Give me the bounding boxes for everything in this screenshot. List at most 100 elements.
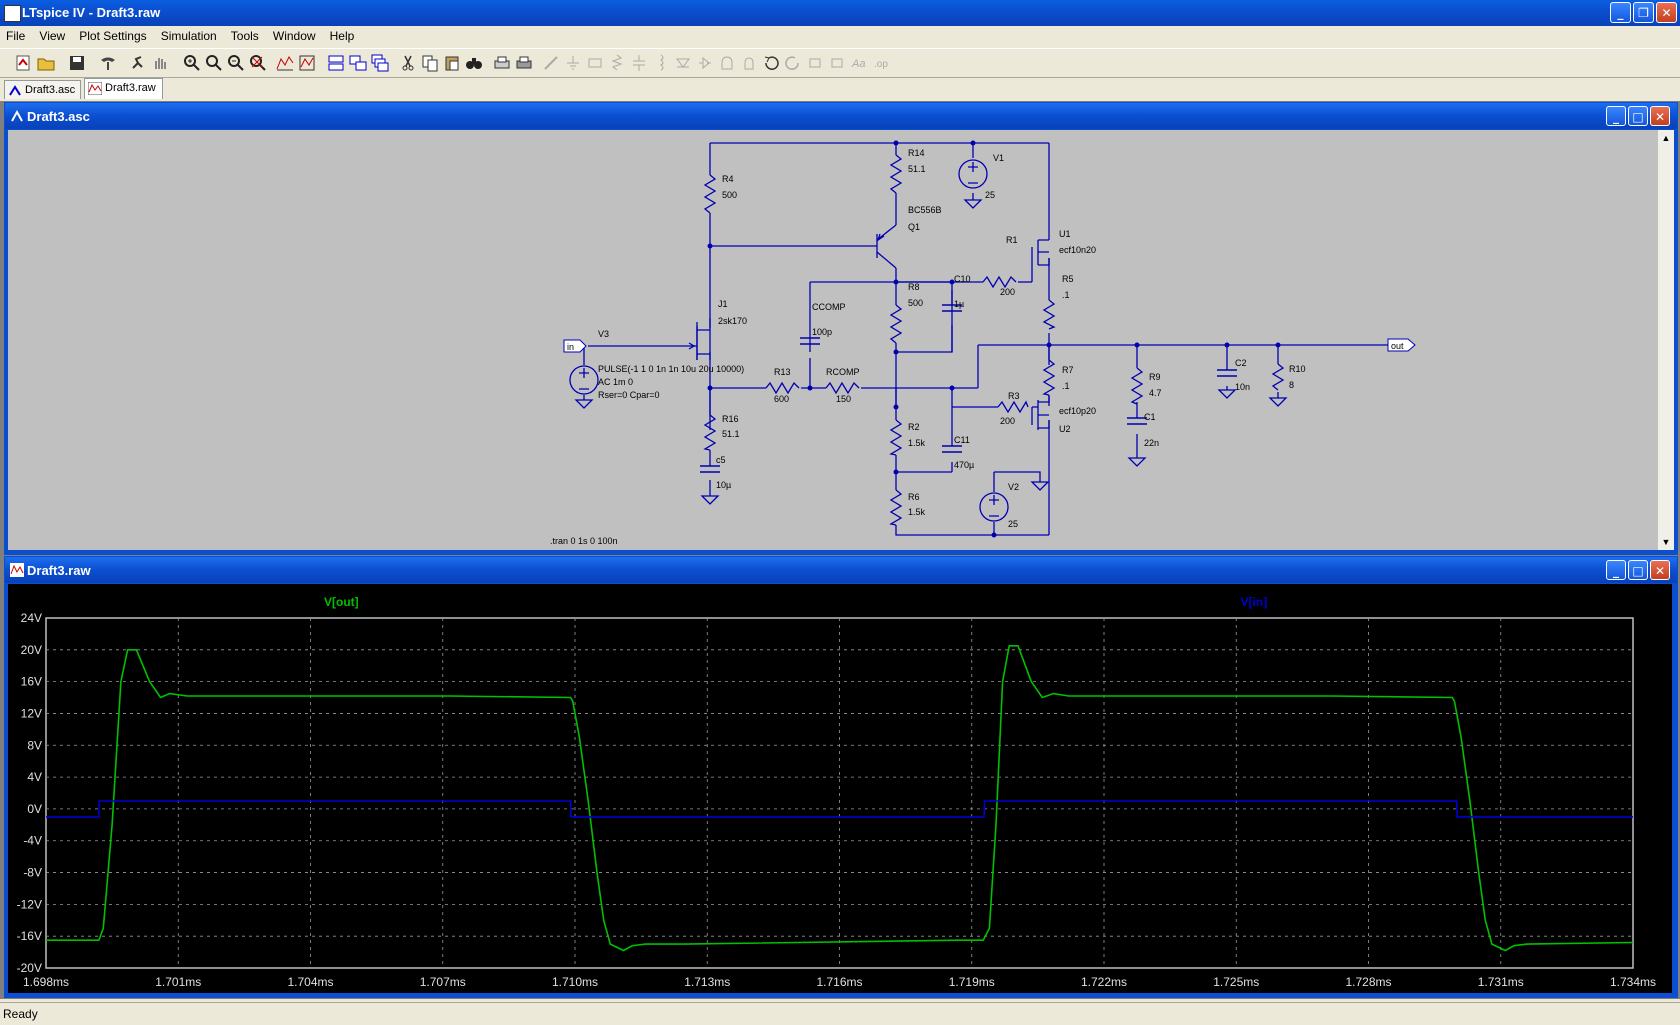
tile-horizontal-icon[interactable] — [326, 53, 346, 73]
redo-icon[interactable] — [783, 53, 803, 73]
rcomp-value: 150 — [836, 394, 851, 404]
save-icon[interactable] — [67, 53, 87, 73]
zoom-fit-icon[interactable] — [248, 53, 268, 73]
resistor-icon[interactable] — [607, 53, 627, 73]
ground-icon[interactable] — [563, 53, 583, 73]
waveform-close-button[interactable]: ✕ — [1650, 560, 1670, 580]
autorange-y-icon[interactable] — [275, 53, 295, 73]
trace-label-vout[interactable]: V[out] — [324, 595, 359, 609]
r4-value: 500 — [722, 190, 737, 200]
trace-label-vin[interactable]: V[in] — [1241, 595, 1268, 609]
status-bar: Ready — [0, 1002, 1680, 1025]
ltspice-app-icon[interactable] — [4, 5, 21, 22]
zoom-out-icon[interactable] — [226, 53, 246, 73]
waveform-minimize-button[interactable]: _ — [1606, 560, 1626, 580]
menu-help[interactable]: Help — [329, 29, 355, 43]
menu-plot-settings[interactable]: Plot Settings — [79, 29, 147, 43]
c5-name: c5 — [716, 455, 726, 465]
r13-name: R13 — [774, 367, 791, 377]
component-icon[interactable] — [695, 53, 715, 73]
out-port[interactable] — [1387, 338, 1416, 352]
rcomp-name: RCOMP — [826, 367, 860, 377]
tran-directive[interactable]: .tran 0 1s 0 100n — [550, 536, 618, 546]
minimize-button[interactable]: _ — [1610, 2, 1631, 23]
x-tick-label: 1.704ms — [287, 975, 333, 989]
trace-vout[interactable] — [46, 644, 1634, 952]
schematic-icon — [11, 109, 23, 122]
menu-file[interactable]: File — [6, 29, 26, 43]
cut-icon[interactable] — [398, 53, 418, 73]
schematic-close-button[interactable]: ✕ — [1650, 106, 1670, 126]
schematic-minimize-button[interactable]: _ — [1606, 106, 1626, 126]
in-port[interactable] — [563, 339, 587, 353]
label-net-icon[interactable] — [585, 53, 605, 73]
tile-vertical-icon[interactable] — [348, 53, 368, 73]
diode-icon[interactable] — [673, 53, 693, 73]
transistor-symbols — [688, 224, 1050, 430]
tab-draft3-raw[interactable]: Draft3.raw — [84, 78, 163, 99]
u2-name: U2 — [1059, 424, 1071, 434]
q1-model: BC556B — [908, 205, 942, 215]
document-tabs: Draft3.asc Draft3.raw — [0, 78, 1680, 100]
menu-view[interactable]: View — [39, 29, 66, 43]
autorange-x-icon[interactable] — [297, 53, 317, 73]
print-icon[interactable] — [514, 53, 534, 73]
j1-name: J1 — [718, 299, 728, 309]
r1-value: 200 — [1000, 287, 1015, 297]
c11-name: C11 — [954, 435, 970, 445]
menu-simulation[interactable]: Simulation — [160, 29, 217, 43]
new-schematic-icon[interactable] — [13, 53, 33, 73]
schematic-canvas[interactable]: in out R4 500 R14 51.1 V1 25 BC556B Q1 U… — [8, 130, 1660, 550]
close-button[interactable]: ✕ — [1656, 2, 1677, 23]
maximize-button[interactable]: ❐ — [1633, 2, 1654, 23]
schematic-vertical-scrollbar[interactable]: ▲ ▼ — [1658, 130, 1674, 550]
menu-window[interactable]: Window — [272, 29, 316, 43]
menu-tools[interactable]: Tools — [230, 29, 259, 43]
print-preview-icon[interactable] — [492, 53, 512, 73]
waveform-icon — [88, 82, 102, 95]
scroll-up-icon[interactable]: ▲ — [1661, 133, 1671, 143]
v2-value: 25 — [1008, 519, 1018, 529]
tab-draft3-asc[interactable]: Draft3.asc — [4, 80, 81, 99]
paste-icon[interactable] — [442, 53, 462, 73]
drag-icon[interactable] — [739, 53, 759, 73]
rotate-icon[interactable] — [805, 53, 825, 73]
schematic-window: Draft3.asc _ □ ✕ — [4, 102, 1678, 555]
resistors — [703, 154, 1285, 526]
c10-name: C10 — [954, 274, 971, 284]
tab-label: Draft3.raw — [105, 82, 156, 94]
voltage-sources — [569, 159, 1009, 522]
mdi-workspace: Draft3.asc _ □ ✕ — [0, 101, 1680, 999]
waveform-maximize-button[interactable]: □ — [1628, 560, 1648, 580]
spice-directive-icon[interactable]: .op — [871, 53, 891, 73]
pan-icon[interactable] — [204, 53, 224, 73]
mirror-icon[interactable] — [827, 53, 847, 73]
run-icon[interactable] — [128, 53, 148, 73]
copy-icon[interactable] — [420, 53, 440, 73]
capacitor-icon[interactable] — [629, 53, 649, 73]
cascade-icon[interactable] — [370, 53, 390, 73]
zoom-in-icon[interactable] — [182, 53, 202, 73]
trace-vin[interactable] — [46, 800, 1633, 818]
r6-value: 1.5k — [908, 507, 926, 517]
undo-icon[interactable] — [761, 53, 781, 73]
junction-dots — [707, 140, 1281, 538]
schematic-maximize-button[interactable]: □ — [1628, 106, 1648, 126]
halt-icon[interactable] — [150, 53, 170, 73]
draw-wire-icon[interactable] — [541, 53, 561, 73]
scroll-down-icon[interactable]: ▼ — [1661, 537, 1671, 547]
control-panel-icon[interactable] — [98, 53, 118, 73]
open-folder-icon[interactable] — [36, 53, 56, 73]
y-tick-label: 0V — [27, 802, 42, 816]
inductor-icon[interactable] — [651, 53, 671, 73]
v3-rser: Rser=0 Cpar=0 — [598, 390, 660, 400]
y-tick-label: 16V — [21, 675, 42, 689]
y-tick-label: -8V — [23, 866, 42, 880]
text-icon[interactable]: Aa — [849, 53, 869, 73]
find-icon[interactable] — [464, 53, 484, 73]
waveform-icon — [10, 563, 24, 577]
move-icon[interactable] — [717, 53, 737, 73]
